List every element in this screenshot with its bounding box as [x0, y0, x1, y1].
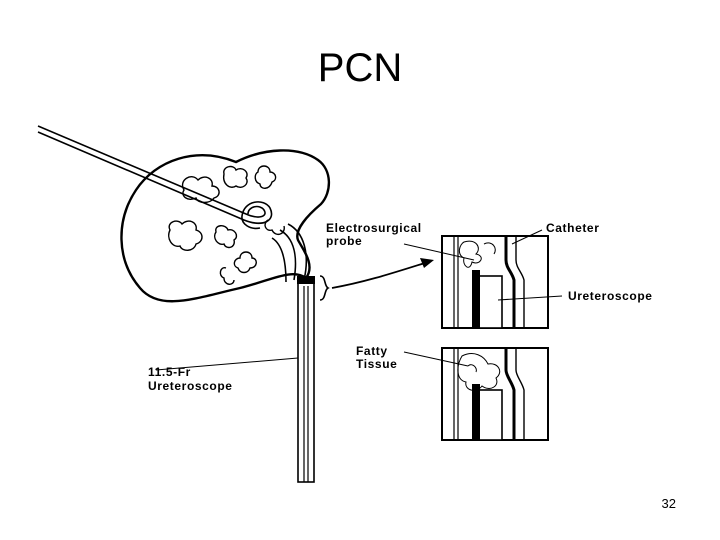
ureter-lines [271, 223, 308, 283]
label-ureteroscope-main: Ureteroscope [148, 379, 233, 393]
percutaneous-catheter [37, 125, 273, 230]
label-11-5-fr: 11.5-Fr [148, 365, 191, 379]
detail-box-top [441, 235, 549, 329]
pcn-diagram: Electrosurgical probe Catheter Ureterosc… [37, 125, 653, 483]
label-probe: probe [326, 234, 362, 248]
ureteroscope-shaft [297, 276, 315, 483]
detail-box-bottom [441, 347, 549, 441]
label-ureteroscope-detail: Ureteroscope [568, 289, 653, 303]
label-fatty: Fatty [356, 344, 388, 358]
slide-title: PCN [317, 46, 403, 90]
label-electrosurgical: Electrosurgical [326, 221, 422, 235]
leader-lines [155, 229, 563, 371]
kidney-calyces [168, 165, 285, 285]
detail-arrow [331, 258, 434, 289]
label-tissue: Tissue [356, 357, 397, 371]
label-catheter: Catheter [546, 221, 599, 235]
slide-number: 32 [661, 496, 676, 511]
bracket-marker [319, 275, 330, 301]
